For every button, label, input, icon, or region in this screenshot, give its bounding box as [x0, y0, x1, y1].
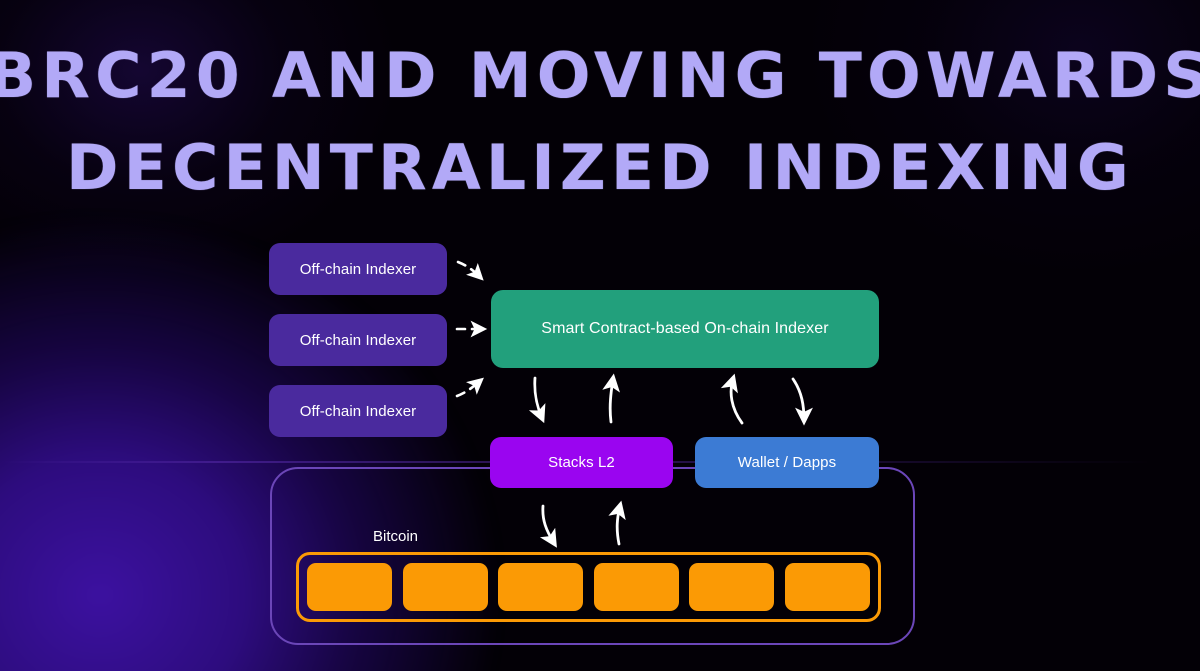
bitcoin-block [784, 563, 870, 611]
node-label: Off-chain Indexer [299, 402, 417, 420]
page-title: BRC20 AND MOVING TOWARDS DECENTRALIZED I… [0, 30, 1200, 214]
bitcoin-label: Bitcoin [373, 528, 419, 545]
node-onchain-indexer[interactable]: Smart Contract-based On-chain Indexer [491, 290, 879, 368]
node-wallet-dapps[interactable]: Wallet / Dapps [695, 437, 879, 488]
page-title-line-2: DECENTRALIZED INDEXING [66, 131, 1134, 204]
node-label: Stacks L2 [548, 454, 615, 471]
node-label: Off-chain Indexer [299, 260, 417, 278]
bitcoin-blockchain-strip [296, 552, 881, 622]
arrow-onchain-to-wallet [791, 377, 813, 426]
arrow-offchain3-to-onchain [455, 377, 484, 398]
node-label: Off-chain Indexer [299, 331, 417, 349]
bitcoin-block [689, 563, 775, 611]
bitcoin-block [498, 563, 584, 611]
bitcoin-block [307, 563, 392, 611]
node-offchain-indexer-1[interactable]: Off-chain Indexer [269, 243, 447, 295]
arrow-offchain1-to-onchain [456, 260, 484, 281]
arrow-onchain-to-stacks [528, 376, 546, 424]
node-stacks-l2[interactable]: Stacks L2 [490, 437, 673, 488]
arrow-stacks-to-onchain [602, 373, 620, 424]
node-offchain-indexer-3[interactable]: Off-chain Indexer [269, 385, 447, 437]
node-offchain-indexer-2[interactable]: Off-chain Indexer [269, 314, 447, 366]
node-label: Smart Contract-based On-chain Indexer [541, 320, 829, 337]
bitcoin-block [593, 563, 679, 611]
arrow-wallet-to-onchain [720, 373, 744, 425]
bitcoin-block [402, 563, 488, 611]
page-title-line-1: BRC20 AND MOVING TOWARDS [0, 39, 1200, 112]
node-label: Wallet / Dapps [737, 454, 837, 471]
